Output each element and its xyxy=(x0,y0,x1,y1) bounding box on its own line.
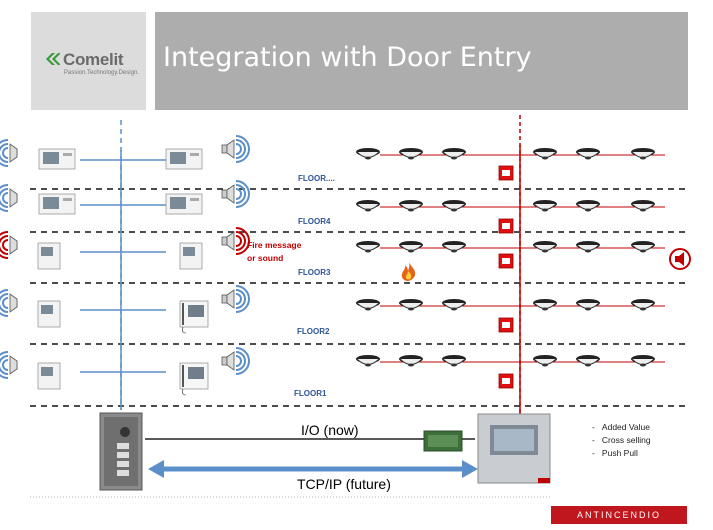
smoke-detector-icon xyxy=(356,148,380,160)
smoke-detector-icon xyxy=(576,200,600,212)
floor-label: FLOOR4 xyxy=(298,217,331,226)
antincendio-badge: ANTINCENDIO xyxy=(551,506,687,524)
smoke-detector-icon xyxy=(442,200,466,212)
monitor-icon xyxy=(165,148,203,170)
smoke-detector-icon xyxy=(631,355,655,367)
smoke-detector-icon xyxy=(442,148,466,160)
benefit-item: - Push Pull xyxy=(592,448,638,458)
smoke-detector-icon xyxy=(442,355,466,367)
floor-group xyxy=(0,180,665,234)
handset-monitor-icon xyxy=(179,300,209,334)
speaker-icon xyxy=(221,227,250,255)
manual-call-point-icon xyxy=(498,317,514,333)
speaker-icon xyxy=(0,231,18,259)
benefits-list: - Added Value - Cross selling - Push Pul… xyxy=(592,421,651,460)
fire-message-line2: or sound xyxy=(247,253,283,263)
speaker-icon xyxy=(221,135,250,163)
floor-label: FLOOR3 xyxy=(298,268,331,277)
speaker-icon xyxy=(0,184,18,212)
smoke-detector-icon xyxy=(576,355,600,367)
smoke-detector-icon xyxy=(533,355,557,367)
comelit-logo-icon xyxy=(46,53,60,65)
siren-icon xyxy=(669,248,691,270)
page-title: Integration with Door Entry xyxy=(163,42,532,73)
manual-call-point-icon xyxy=(498,253,514,269)
floor-group xyxy=(0,285,665,334)
floor-dividers xyxy=(30,188,688,407)
floor-group xyxy=(0,135,665,181)
smoke-detector-icon xyxy=(533,148,557,160)
speaker-icon xyxy=(0,139,18,167)
smoke-detector-icon xyxy=(356,241,380,253)
logo-box: Comelit Passion.Technology.Design. xyxy=(31,12,146,110)
fire-message-line1: Fire message xyxy=(247,240,302,250)
monitor-icon xyxy=(37,242,61,270)
bus-lines xyxy=(120,115,521,414)
door-entry-panel xyxy=(99,412,143,491)
floor-label: FLOOR.... xyxy=(298,174,335,183)
io-module xyxy=(423,430,463,452)
smoke-detector-icon xyxy=(399,299,423,311)
smoke-detector-icon xyxy=(576,299,600,311)
smoke-detector-icon xyxy=(442,299,466,311)
monitor-icon xyxy=(38,193,76,215)
fire-control-panel xyxy=(477,413,551,484)
speaker-icon xyxy=(0,351,18,379)
smoke-detector-icon xyxy=(631,241,655,253)
smoke-detector-icon xyxy=(631,148,655,160)
fire-icon xyxy=(401,262,416,281)
floor-group xyxy=(0,347,665,396)
handset-monitor-icon xyxy=(179,362,209,396)
smoke-detector-icon xyxy=(399,241,423,253)
monitor-icon xyxy=(37,362,61,390)
floor-group xyxy=(0,227,665,270)
monitor-icon xyxy=(38,148,76,170)
tcpip-label: TCP/IP (future) xyxy=(297,476,391,492)
floor-label: FLOOR2 xyxy=(297,327,330,336)
smoke-detector-icon xyxy=(533,299,557,311)
speaker-icon xyxy=(221,285,250,313)
speaker-icon xyxy=(221,347,250,375)
title-bar: Integration with Door Entry xyxy=(155,12,688,110)
logo-text: Comelit xyxy=(63,50,124,69)
io-label: I/O (now) xyxy=(301,422,359,438)
monitor-icon xyxy=(179,242,203,270)
speaker-icon xyxy=(0,289,18,317)
manual-call-point-icon xyxy=(498,373,514,389)
tcpip-connection-arrow xyxy=(148,460,478,478)
smoke-detector-icon xyxy=(399,355,423,367)
smoke-detector-icon xyxy=(631,299,655,311)
smoke-detector-icon xyxy=(533,241,557,253)
floor-label: FLOOR1 xyxy=(294,389,327,398)
smoke-detector-icon xyxy=(533,200,557,212)
smoke-detector-icon xyxy=(442,241,466,253)
smoke-detector-icon xyxy=(576,148,600,160)
benefit-item: - Cross selling xyxy=(592,435,651,445)
smoke-detector-icon xyxy=(356,200,380,212)
smoke-detector-icon xyxy=(356,299,380,311)
smoke-detector-icon xyxy=(576,241,600,253)
manual-call-point-icon xyxy=(498,165,514,181)
monitor-icon xyxy=(37,300,61,328)
monitor-icon xyxy=(165,193,203,215)
logo-subtitle: Passion.Technology.Design. xyxy=(64,70,139,76)
benefit-item: - Added Value xyxy=(592,422,650,432)
smoke-detector-icon xyxy=(399,148,423,160)
smoke-detector-icon xyxy=(356,355,380,367)
smoke-detector-icon xyxy=(631,200,655,212)
manual-call-point-icon xyxy=(498,218,514,234)
speaker-icon xyxy=(221,180,250,208)
smoke-detector-icon xyxy=(399,200,423,212)
